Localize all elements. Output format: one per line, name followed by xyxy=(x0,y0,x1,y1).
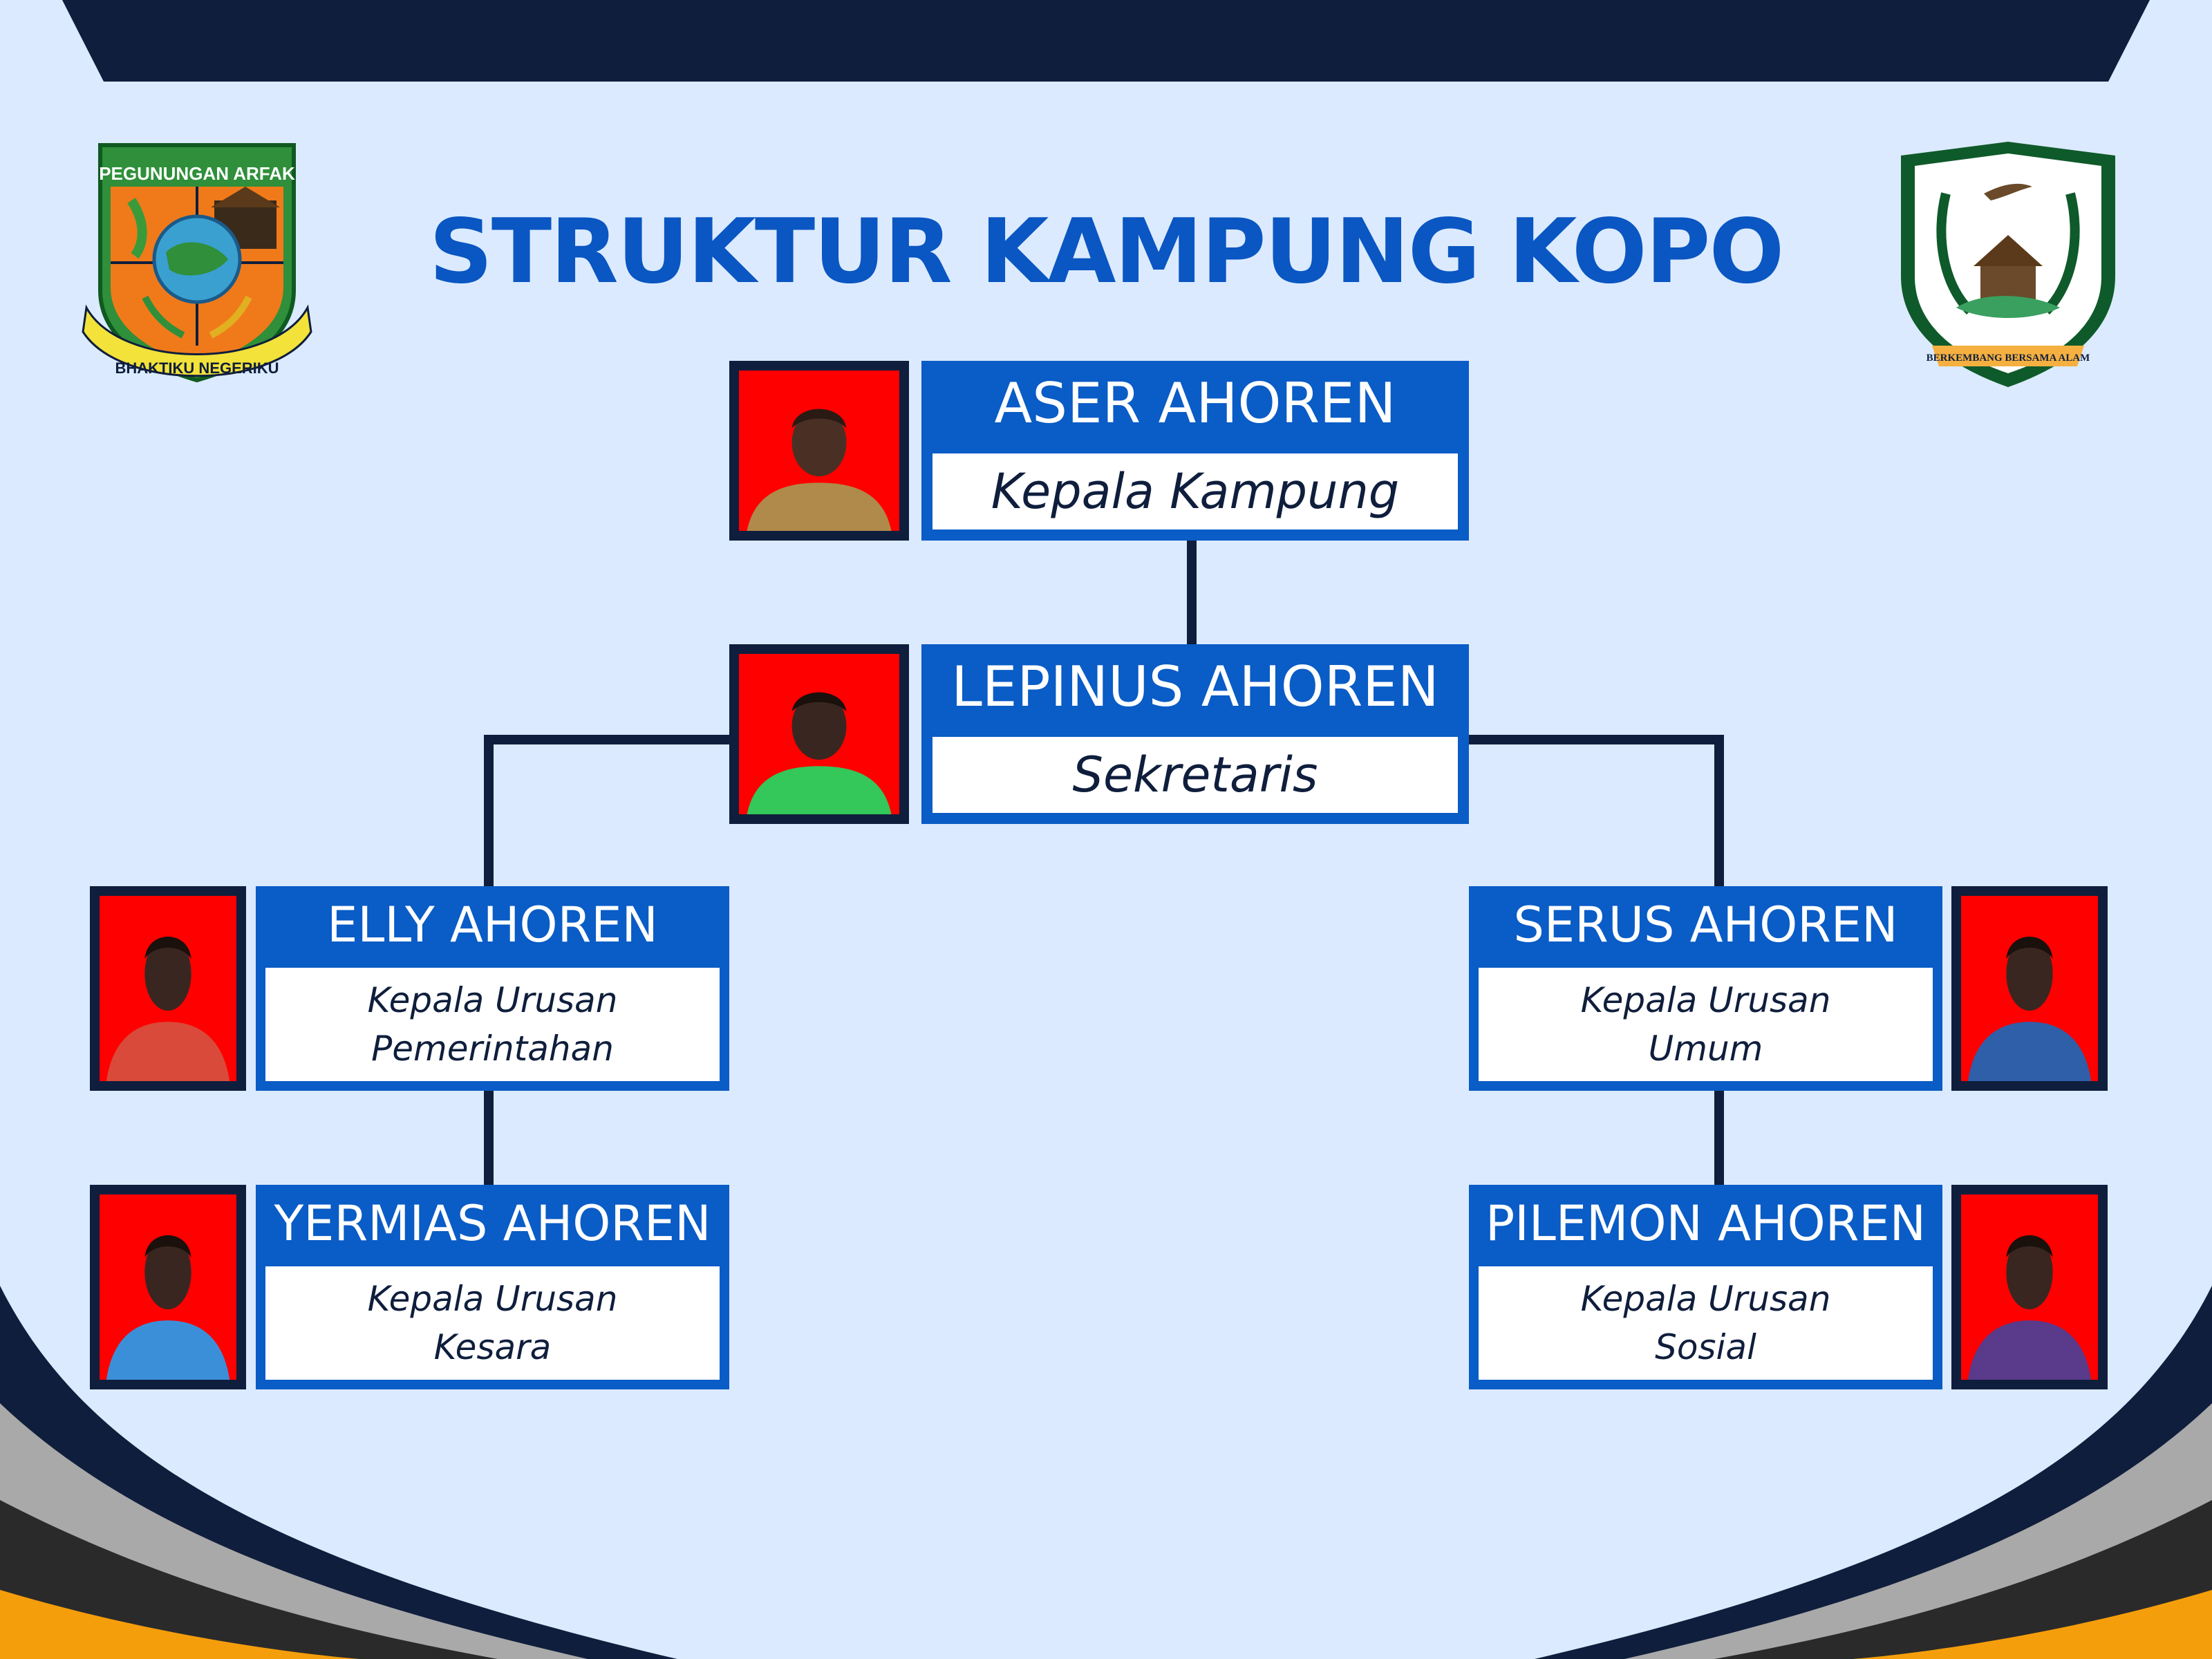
photo-right-1 xyxy=(1951,886,2108,1091)
role-left-2-line-2: Kesara xyxy=(433,1327,552,1367)
role-left-1-line-2: Pemerintahan xyxy=(371,1029,614,1069)
left-logo-ribbon-text: BHAKTIKU NEGERIKU xyxy=(115,359,279,377)
connector-head-secretary xyxy=(1187,539,1197,647)
role-right-1-line-2: Umum xyxy=(1648,1029,1763,1069)
role-secretary: Sekretaris xyxy=(932,737,1458,813)
card-secretary: LEPINUS AHOREN Sekretaris xyxy=(921,644,1469,824)
shirt xyxy=(106,1320,230,1380)
name-secretary: LEPINUS AHOREN xyxy=(951,655,1439,719)
connector-right-lower xyxy=(1714,1089,1724,1185)
card-head: ASER AHOREN Kepala Kampung xyxy=(921,361,1469,541)
role-right-2-line-2: Sosial xyxy=(1655,1327,1756,1367)
regency-emblem-logo: PEGUNUNGAN ARFAK BHAKTIKU NEGERIKU xyxy=(82,143,312,383)
left-logo-top-text: PEGUNUNGAN ARFAK xyxy=(99,163,295,184)
role-right-2: Kepala Urusan Sosial xyxy=(1479,1266,1933,1380)
name-left-2: YERMIAS AHOREN xyxy=(274,1195,711,1252)
shirt xyxy=(106,1022,230,1081)
connector-secretary-right-horizontal xyxy=(1468,735,1724,744)
shirt xyxy=(1967,1320,2092,1380)
person-portrait-icon xyxy=(747,409,892,531)
card-right-2: PILEMON AHOREN Kepala Urusan Sosial xyxy=(1469,1185,1942,1389)
page-title: STRUKTUR KAMPUNG KOPO xyxy=(429,200,1785,303)
name-right-1: SERUS AHOREN xyxy=(1513,897,1898,953)
photo-secretary xyxy=(729,644,909,824)
person-portrait-icon xyxy=(106,1235,230,1380)
card-left-2: YERMIAS AHOREN Kepala Urusan Kesara xyxy=(256,1185,729,1389)
right-logo-ribbon-text: BERKEMBANG BERSAMA ALAM xyxy=(1927,353,2090,364)
photo-head xyxy=(729,361,909,541)
person-portrait-icon xyxy=(106,936,230,1081)
name-left-1: ELLY AHOREN xyxy=(327,897,658,953)
shirt xyxy=(1967,1022,2092,1081)
connector-secretary-left-horizontal xyxy=(484,735,730,744)
role-right-1: Kepala Urusan Umum xyxy=(1479,968,1933,1081)
connector-left-vertical xyxy=(484,735,494,887)
role-head-line-1: Kepala Kampung xyxy=(991,463,1400,520)
role-left-2: Kepala Urusan Kesara xyxy=(265,1266,720,1380)
connector-right-vertical xyxy=(1714,735,1724,887)
name-head: ASER AHOREN xyxy=(994,371,1396,435)
person-portrait-icon xyxy=(1967,936,2092,1081)
role-head: Kepala Kampung xyxy=(932,453,1458,529)
role-right-1-line-1: Kepala Urusan xyxy=(1580,980,1831,1020)
name-right-2: PILEMON AHOREN xyxy=(1485,1195,1927,1252)
photo-left-1 xyxy=(90,886,246,1091)
role-right-2-line-1: Kepala Urusan xyxy=(1580,1279,1831,1319)
role-left-2-line-1: Kepala Urusan xyxy=(367,1279,618,1319)
role-left-1-line-1: Kepala Urusan xyxy=(367,980,618,1020)
connector-left-lower xyxy=(484,1089,494,1185)
card-right-1: SERUS AHOREN Kepala Urusan Umum xyxy=(1469,886,1942,1091)
photo-left-2 xyxy=(90,1185,246,1389)
village-emblem-logo: BERKEMBANG BERSAMA ALAM xyxy=(1901,142,2115,387)
person-portrait-icon xyxy=(747,692,892,814)
shirt xyxy=(747,482,892,531)
photo-right-2 xyxy=(1951,1185,2108,1389)
shirt xyxy=(747,766,892,814)
role-left-1: Kepala Urusan Pemerintahan xyxy=(265,968,720,1081)
person-portrait-icon xyxy=(1967,1235,2092,1380)
role-secretary-line-1: Sekretaris xyxy=(1072,747,1318,803)
card-left-1: ELLY AHOREN Kepala Urusan Pemerintahan xyxy=(256,886,729,1091)
